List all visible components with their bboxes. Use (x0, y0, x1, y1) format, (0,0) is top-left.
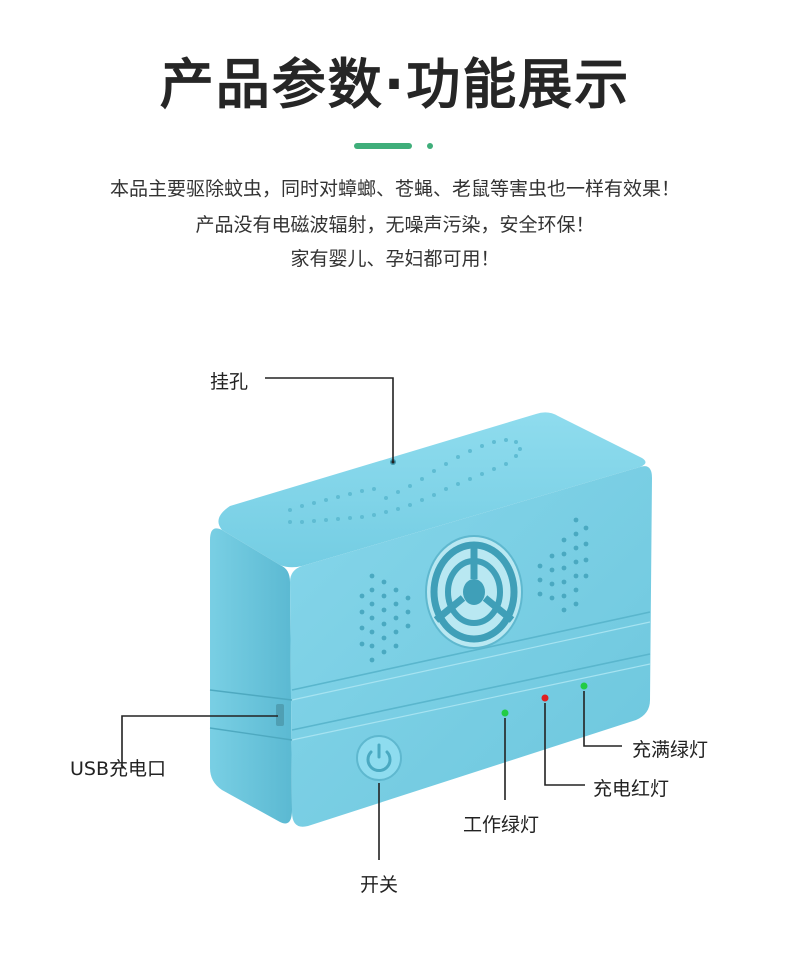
side-groove-lower (209, 727, 293, 741)
device-left-face (210, 528, 292, 824)
description-line-2: 产品没有电磁波辐射，无噪声污染，安全环保！ (195, 214, 595, 236)
front-groove-lower-2 (291, 663, 651, 741)
front-vent-dots-left (359, 573, 411, 663)
front-vent-dots-right (537, 517, 589, 613)
leader-full-light (583, 691, 622, 747)
front-groove-upper-2 (291, 621, 651, 701)
page-title: 产品参数·功能展示 (159, 53, 631, 116)
speaker-grille (425, 535, 523, 649)
top-vent-dots (288, 438, 522, 524)
callout-working-light: 工作绿灯 (463, 814, 540, 836)
power-button[interactable] (356, 735, 402, 781)
callout-power-switch: 开关 (360, 874, 399, 896)
side-groove-upper (209, 689, 293, 701)
leader-lines (121, 377, 622, 860)
title-accent-dot (427, 143, 433, 149)
working-light (501, 709, 509, 717)
leader-usb (121, 715, 278, 768)
front-groove-upper (291, 611, 651, 691)
full-light (580, 682, 588, 690)
usb-port (276, 704, 284, 726)
charging-light (541, 694, 549, 702)
callout-hanging-hole: 挂孔 (210, 371, 249, 393)
device-top-face (218, 412, 646, 568)
callout-full-light: 充满绿灯 (632, 739, 709, 761)
leader-charging-light (544, 703, 585, 786)
callout-charging-light: 充电红灯 (593, 778, 670, 800)
title-accent-bar (354, 143, 412, 149)
leader-hanging-hole (265, 377, 394, 462)
front-groove-lower (291, 653, 651, 731)
callout-usb-port: USB充电口 (70, 758, 167, 780)
description-line-1: 本品主要驱除蚊虫，同时对蟑螂、苍蝇、老鼠等害虫也一样有效果！ (109, 178, 680, 200)
description-line-3: 家有婴儿、孕妇都可用！ (290, 248, 500, 270)
